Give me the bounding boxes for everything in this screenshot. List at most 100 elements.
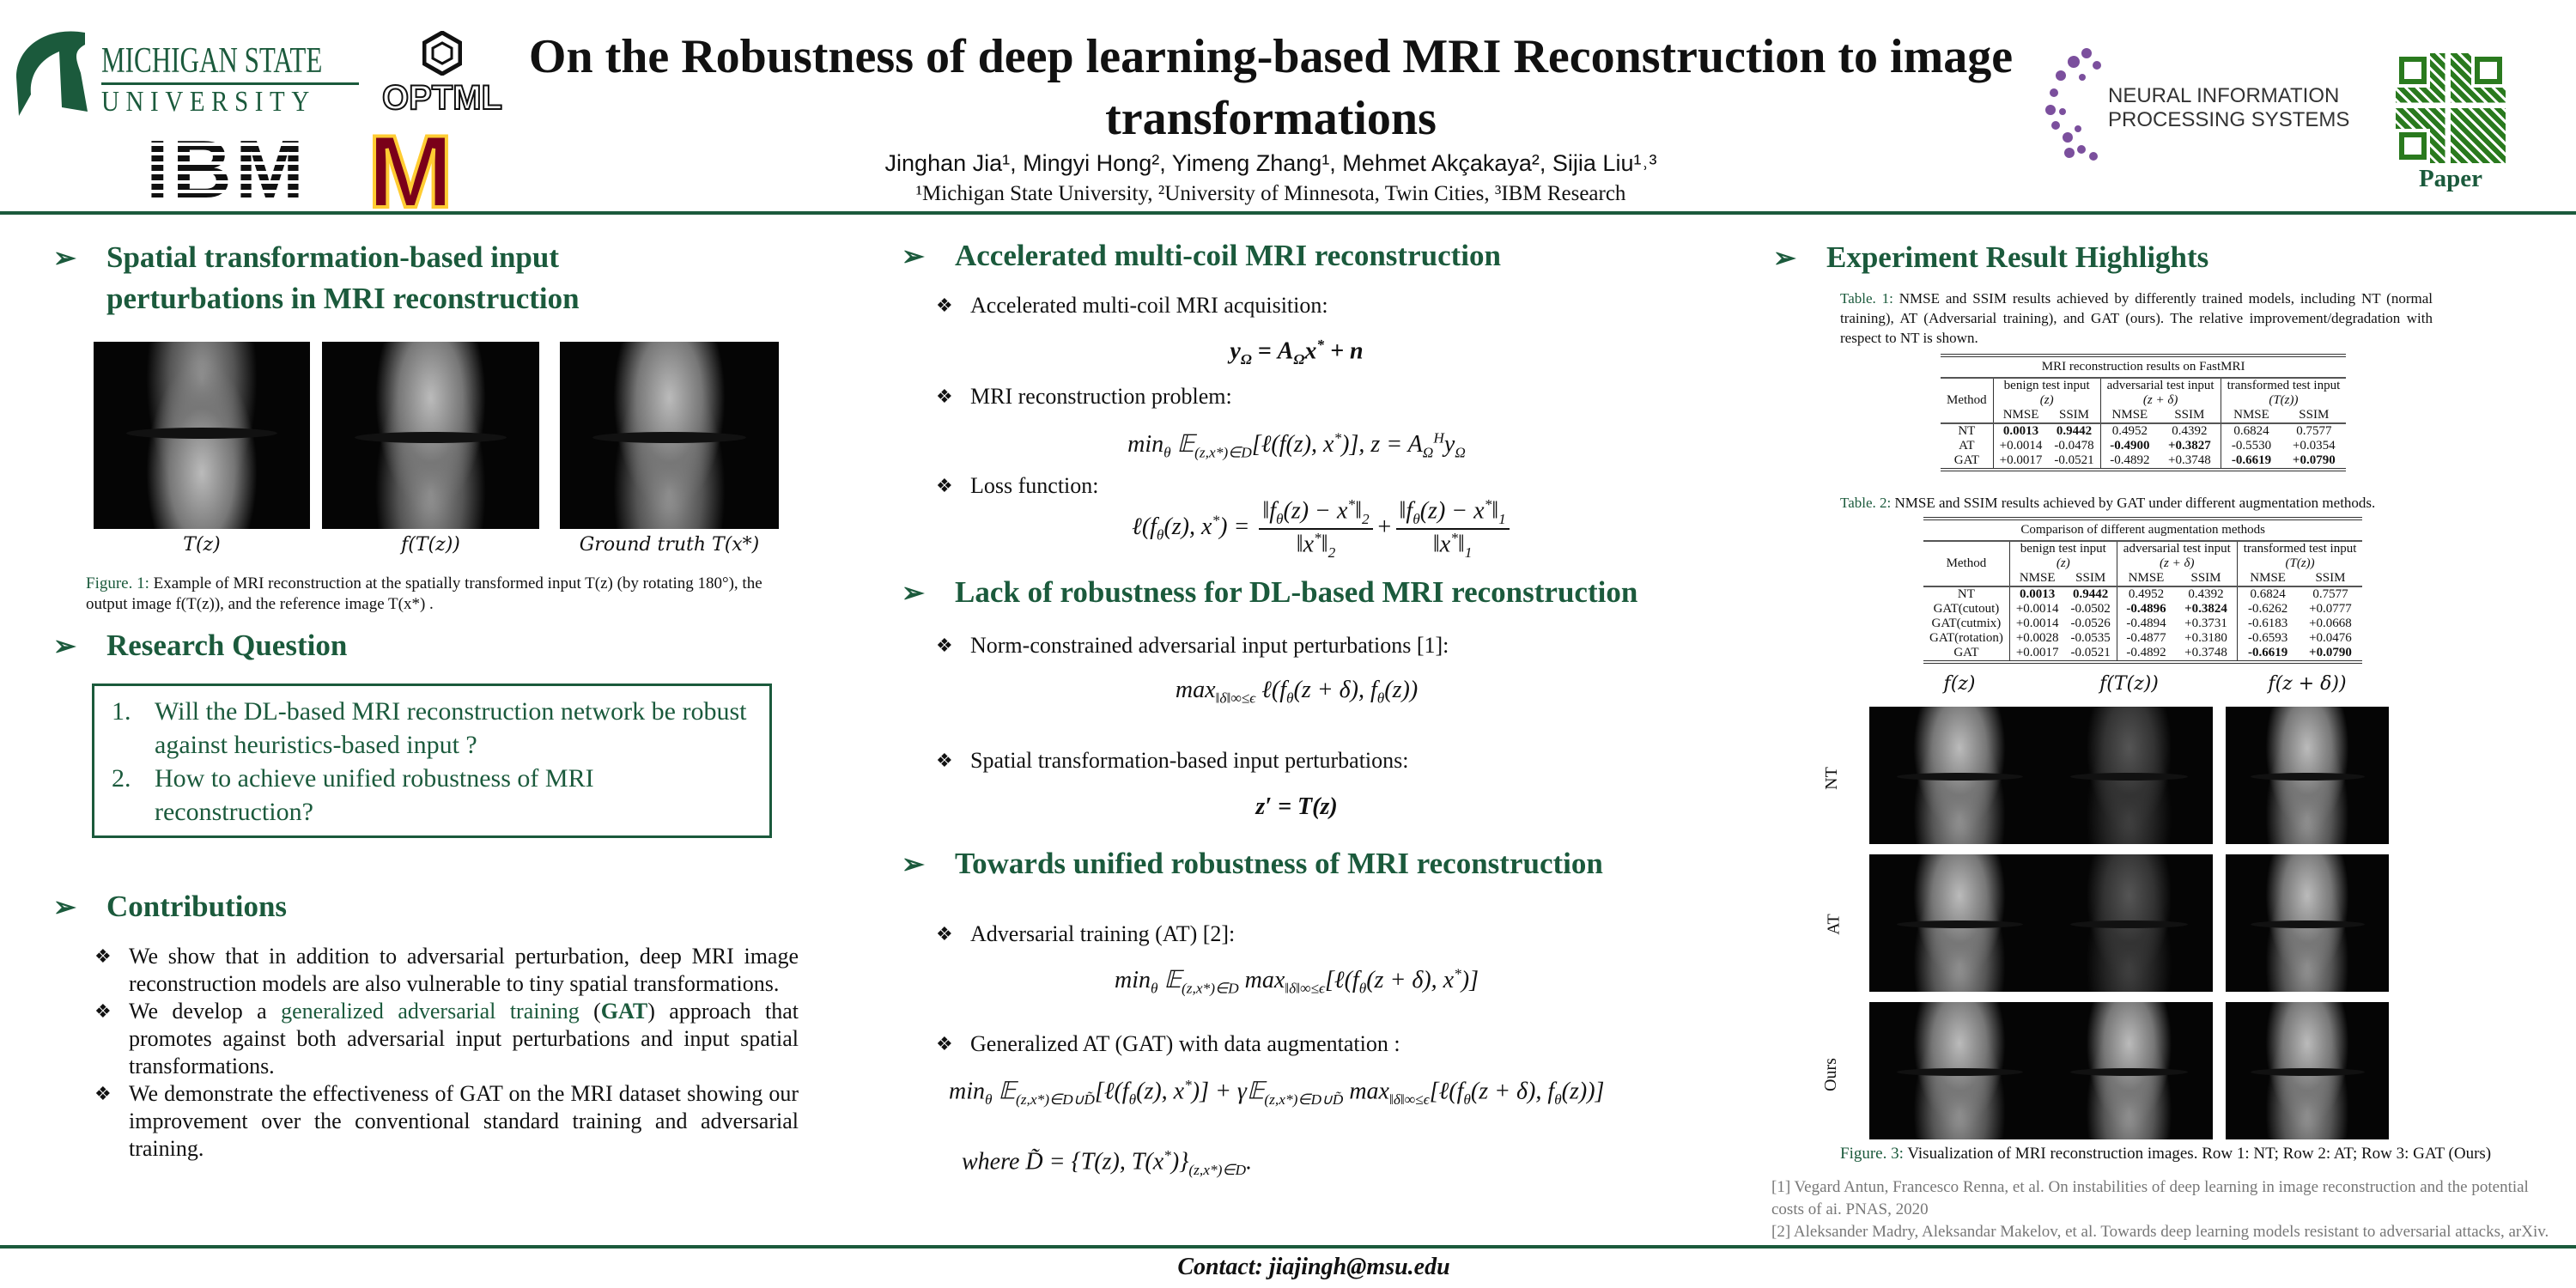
spartan-helmet-icon — [16, 31, 88, 116]
table-header-group: benign test input — [2008, 541, 2117, 556]
diamond-bullet-icon: ❖ — [94, 1000, 112, 1022]
heading-research-question: ➢Research Question — [53, 625, 654, 666]
formula-gat: minθ 𝔼(z,x*)∈D∪D̃[ℓ(fθ(z), x*)] + γ𝔼(z,x… — [949, 1077, 1605, 1108]
fig1-label: f(T(z)) — [401, 534, 460, 556]
table-cell: -0.6619 — [2236, 646, 2299, 662]
fig1-caption: Figure. 1: Example of MRI reconstruction… — [86, 574, 762, 613]
table-header-group: benign test input — [1992, 378, 2101, 393]
table-cell-method: NT — [1941, 422, 1994, 439]
bullet-loss-function: ❖Loss function: — [936, 473, 1099, 498]
table-cell: +0.3731 — [2184, 617, 2227, 630]
table-header-metric: SSIM — [2059, 408, 2090, 422]
table-cell: -0.6593 — [2236, 631, 2299, 646]
table-cell-method: GAT — [1953, 646, 1979, 659]
table-header-method: Method — [1946, 556, 1987, 570]
table-cell: -0.0502 — [2070, 602, 2111, 616]
table-cell: 0.7577 — [2298, 586, 2363, 602]
table-cell: -0.4877 — [2116, 631, 2176, 646]
fig3-image — [2226, 707, 2389, 844]
table-cell: 0.9442 — [2064, 586, 2117, 602]
table-row: GAT+0.0017-0.0521-0.4892+0.3748-0.6619+0… — [1923, 646, 2362, 662]
heading-unified-robustness: ➢Towards unified robustness of MRI recon… — [902, 843, 1674, 884]
table-header-group-sub: (z) — [1992, 393, 2101, 408]
msu-logo: MICHIGAN STATE UNIVERSITY — [12, 26, 373, 120]
table2-caption: Table. 2: NMSE and SSIM results achieved… — [1840, 495, 2376, 511]
table-cell: 0.6824 — [2236, 586, 2299, 602]
poster-title: On the Robustness of deep learning-based… — [528, 30, 2014, 145]
table-cell: +0.0014 — [2008, 602, 2065, 617]
bullet-spatial-perturbations: ❖Spatial transformation-based input pert… — [936, 748, 1409, 773]
fig3-col-label: f(z + δ)) — [2268, 673, 2347, 695]
table-cell: -0.4894 — [2116, 617, 2176, 631]
arrow-bullet-icon: ➢ — [53, 242, 76, 273]
table-row: GAT(cutmix)+0.0014-0.0526-0.4894+0.3731-… — [1923, 617, 2362, 631]
contact-email[interactable]: Contact: jiajingh@msu.edu — [1177, 1254, 1450, 1280]
table-cell: +0.3180 — [2184, 631, 2227, 645]
fig3-col-label: f(z) — [1943, 673, 1976, 695]
diamond-bullet-icon: ❖ — [94, 945, 112, 967]
formula-loss-function: ℓ(fθ(z), x*) = ‖fθ(z) − x*‖2‖x*‖2+‖fθ(z)… — [987, 496, 1657, 562]
formula-acquisition: yΩ = AΩx* + n — [1230, 337, 1364, 368]
fig3-image — [2226, 1002, 2389, 1139]
table-cell: +0.0028 — [2008, 631, 2065, 646]
table-cell-method: GAT(cutout) — [1933, 602, 2000, 616]
umn-logo: M — [366, 114, 455, 229]
table-cell: -0.4892 — [2099, 453, 2160, 470]
table-cell: -0.0521 — [2054, 453, 2094, 467]
table-cell: 0.4952 — [2099, 422, 2160, 439]
table-cell: +0.3748 — [2168, 453, 2211, 467]
fig3-image — [1869, 707, 2050, 844]
table-cell: +0.3824 — [2184, 602, 2227, 616]
table-cell: +0.0668 — [2309, 617, 2352, 630]
arrow-bullet-icon: ➢ — [902, 577, 925, 608]
table-header-metric: NMSE — [2099, 408, 2160, 423]
table-header-group-sub: (T(z)) — [2220, 393, 2347, 408]
fig1-label: Ground truth T(x*) — [579, 534, 760, 556]
research-question-item: 1.Will the DL-based MRI reconstruction n… — [112, 697, 747, 759]
table-header-metric: SSIM — [2315, 571, 2346, 585]
fig3-row-label: AT — [1824, 914, 1844, 935]
table-header-metric: NMSE — [1992, 408, 2049, 423]
table-cell: +0.0354 — [2292, 439, 2336, 453]
table-cell: +0.0790 — [2292, 453, 2336, 467]
diamond-bullet-icon: ❖ — [94, 1083, 112, 1104]
arrow-bullet-icon: ➢ — [902, 848, 925, 879]
header-divider — [0, 211, 2576, 215]
table-cell: -0.6262 — [2236, 602, 2299, 617]
diamond-bullet-icon: ❖ — [936, 923, 953, 945]
table-header-metric: SSIM — [2174, 408, 2205, 422]
fig3-row-label: NT — [1821, 767, 1841, 790]
bullet-gat: ❖Generalized AT (GAT) with data augmenta… — [936, 1031, 1400, 1056]
formula-gat-where: where D̃ = {T(z), T(x*)}(z,x*)∈D. — [962, 1147, 1253, 1178]
affiliations: ¹Michigan State University, ²University … — [915, 182, 1626, 205]
formula-adversarial-perturbation: max‖δ‖∞≤ϵ ℓ(fθ(z + δ), fθ(z)) — [1175, 677, 1419, 707]
paper-qr-code[interactable] — [2396, 53, 2506, 163]
table-cell: -0.0526 — [2070, 617, 2111, 630]
bullet-acquisition: ❖Accelerated multi-coil MRI acquisition: — [936, 293, 1328, 318]
table-cell: +0.0014 — [2008, 617, 2065, 631]
table-cell: 0.6824 — [2220, 422, 2282, 439]
table-row: GAT+0.0017-0.0521-0.4892+0.3748-0.6619+0… — [1941, 453, 2346, 470]
table-cell: -0.0521 — [2070, 646, 2111, 659]
table-cell-method: GAT(rotation) — [1929, 631, 2003, 645]
fig3-image — [1869, 1002, 2050, 1139]
ibm-logo: IBM — [146, 124, 307, 216]
heading-spatial-perturbations: ➢Spatial transformation-based input pert… — [53, 237, 671, 319]
results-table: Comparison of different augmentation met… — [1923, 517, 2363, 664]
table-cell: +0.0476 — [2309, 631, 2352, 645]
table-row: GAT(cutout)+0.0014-0.0502-0.4896+0.3824-… — [1923, 602, 2362, 617]
diamond-bullet-icon: ❖ — [936, 1033, 953, 1054]
table2: Comparison of different augmentation met… — [1923, 517, 2363, 664]
diamond-bullet-icon: ❖ — [936, 635, 953, 656]
table-cell: -0.4900 — [2099, 439, 2160, 453]
fig3-image — [1869, 854, 2050, 992]
formula-adversarial-training: minθ 𝔼(z,x*)∈D max‖δ‖∞≤ϵ[ℓ(fθ(z + δ), x*… — [1114, 965, 1479, 997]
table-header-metric: NMSE — [2220, 408, 2282, 423]
contribution-item: ❖We show that in addition to adversarial… — [94, 944, 799, 996]
fig3-image — [2226, 854, 2389, 992]
formula-reconstruction-problem: minθ 𝔼(z,x*)∈D[ℓ(f(z), x*)], z = AΩHyΩ — [1127, 429, 1466, 461]
table-cell-method: GAT(cutmix) — [1931, 617, 2002, 630]
